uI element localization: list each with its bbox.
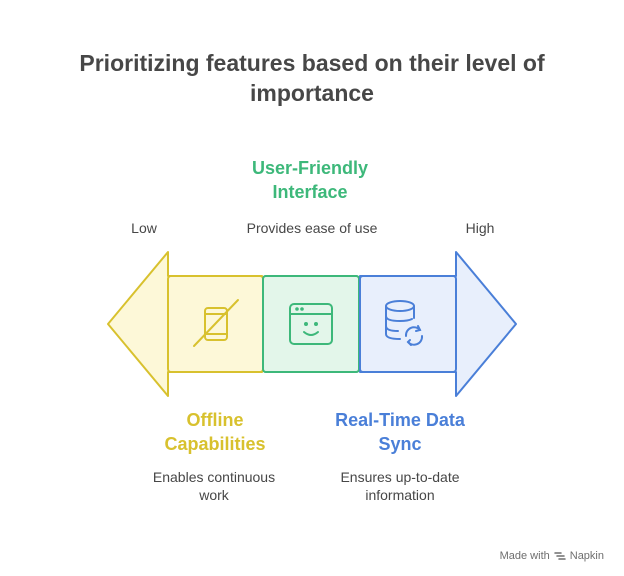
napkin-brand: Napkin	[569, 550, 604, 562]
napkin-watermark: Made with Napkin	[500, 550, 604, 562]
feature-name-user-friendly: User-Friendly Interface	[251, 158, 369, 202]
title-line-1: Prioritizing features based on their lev…	[79, 50, 545, 76]
feature-desc-offline: Enables continuous work	[152, 469, 276, 503]
scale-low-label: Low	[131, 220, 157, 236]
no-mobile-icon	[193, 299, 239, 347]
feature-desc-realtime-sync: Ensures up-to-date information	[340, 469, 460, 503]
napkin-logo-icon	[554, 552, 566, 560]
feature-desc-user-friendly: Provides ease of use	[246, 220, 378, 236]
smiley-window-icon	[289, 303, 333, 345]
feature-name-realtime-sync: Real-Time Data Sync	[335, 410, 465, 454]
feature-name-offline: Offline Capabilities	[164, 410, 266, 454]
scale-high-label: High	[465, 220, 495, 236]
page-title: Prioritizing features based on their lev…	[0, 48, 624, 108]
database-sync-icon	[385, 300, 424, 346]
made-with-label: Made with	[499, 550, 550, 562]
title-line-2: importance	[250, 80, 374, 106]
